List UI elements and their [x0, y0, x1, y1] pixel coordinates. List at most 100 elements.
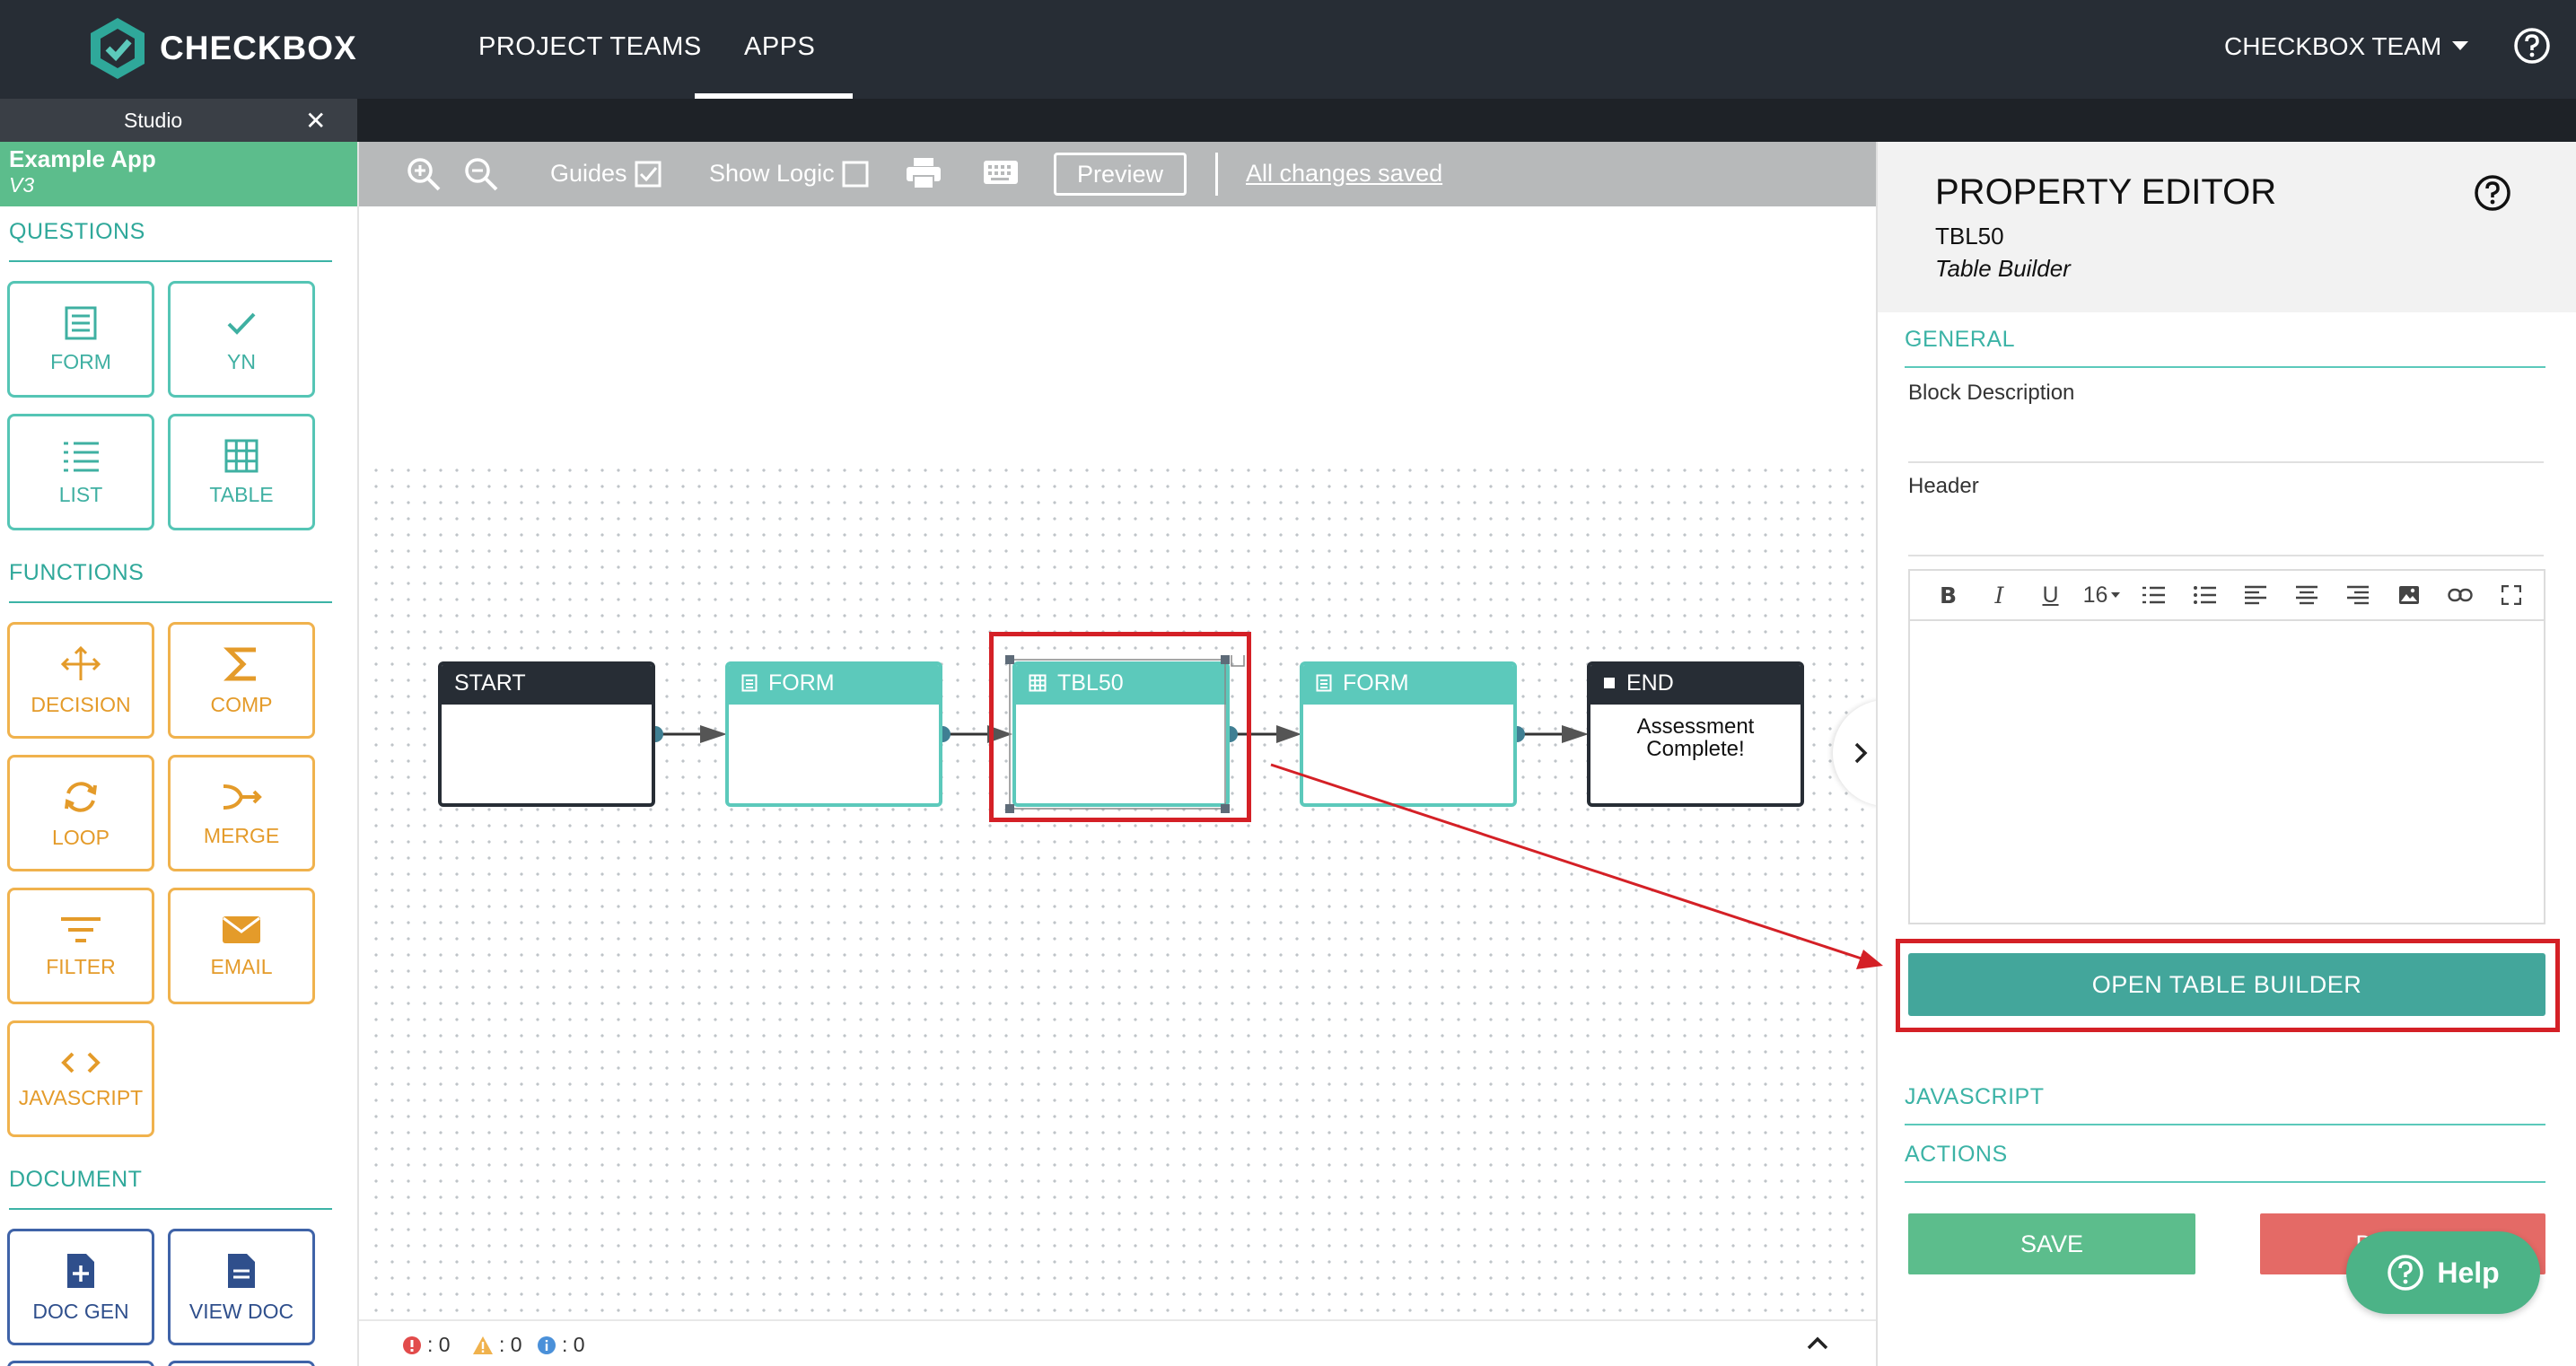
- align-center-button[interactable]: [2281, 570, 2332, 620]
- palette-more-2[interactable]: [168, 1361, 315, 1366]
- javascript-section-title[interactable]: JAVASCRIPT: [1905, 1084, 2045, 1109]
- keyboard-shortcuts-button[interactable]: [982, 158, 1020, 187]
- underline-button[interactable]: U: [2042, 582, 2059, 608]
- palette-view-doc[interactable]: VIEW DOC: [168, 1229, 315, 1345]
- save-status-link[interactable]: All changes saved: [1246, 160, 1443, 187]
- resize-handle[interactable]: [1005, 804, 1014, 813]
- brand-logo[interactable]: CHECKBOX: [88, 16, 357, 81]
- connector-start-form[interactable]: [655, 725, 727, 743]
- form-icon: [65, 306, 97, 339]
- copy-icon[interactable]: [1231, 655, 1245, 667]
- save-button[interactable]: SAVE: [1908, 1213, 2195, 1274]
- palette-form[interactable]: FORM: [7, 281, 154, 398]
- connector-tbl50-form[interactable]: [1230, 725, 1301, 743]
- bullet-list-icon: [2193, 586, 2216, 604]
- nav-apps[interactable]: APPS: [744, 32, 816, 61]
- palette-comp[interactable]: COMP: [168, 622, 315, 739]
- rich-text-editor[interactable]: B I U 16: [1908, 569, 2545, 924]
- resize-handle[interactable]: [1221, 655, 1230, 664]
- insert-link-button[interactable]: [2434, 570, 2485, 620]
- error-count[interactable]: : 0: [402, 1333, 451, 1357]
- guides-toggle[interactable]: Guides: [550, 160, 662, 188]
- fullscreen-button[interactable]: [2485, 570, 2537, 620]
- toolbar-divider: [1215, 153, 1218, 196]
- nav-project-teams[interactable]: PROJECT TEAMS: [478, 32, 702, 61]
- app-header: Example App V3: [0, 142, 357, 206]
- flow-node-start[interactable]: START: [438, 661, 655, 807]
- help-widget-label: Help: [2437, 1256, 2500, 1289]
- palette-email[interactable]: EMAIL: [168, 888, 315, 1004]
- close-icon[interactable]: ✕: [305, 107, 327, 135]
- general-section-title[interactable]: GENERAL: [1905, 327, 2015, 352]
- team-menu[interactable]: CHECKBOX TEAM: [2224, 32, 2469, 61]
- zoom-in-icon: [407, 158, 441, 191]
- palette-merge[interactable]: MERGE: [168, 755, 315, 871]
- resize-handle[interactable]: [1005, 655, 1014, 664]
- divider: [1905, 366, 2545, 368]
- connector-form-end[interactable]: [1517, 725, 1589, 743]
- active-nav-indicator: [695, 93, 853, 99]
- checkbox-unchecked-icon[interactable]: [842, 161, 869, 188]
- palette-yn[interactable]: YN: [168, 281, 315, 398]
- help-circle-icon[interactable]: [2474, 174, 2511, 212]
- info-count[interactable]: : 0: [537, 1333, 585, 1357]
- header-input[interactable]: [1908, 506, 2544, 555]
- list-icon: [64, 442, 99, 471]
- studio-tab-label: Studio: [124, 109, 183, 132]
- palette-javascript[interactable]: JAVASCRIPT: [7, 1020, 154, 1137]
- open-table-builder-button[interactable]: OPEN TABLE BUILDER: [1908, 953, 2545, 1016]
- flow-node-form[interactable]: FORM: [725, 661, 942, 807]
- node-body: [1303, 705, 1513, 726]
- preview-button[interactable]: Preview: [1054, 153, 1187, 196]
- palette-list[interactable]: LIST: [7, 414, 154, 530]
- palette-filter[interactable]: FILTER: [7, 888, 154, 1004]
- checkbox-checked-icon[interactable]: [635, 161, 662, 188]
- studio-tab[interactable]: Studio ✕: [0, 99, 357, 142]
- merge-icon: [223, 784, 262, 810]
- flow-canvas[interactable]: START FORM TBL50 FORM E: [359, 206, 1876, 1319]
- connector-form-tbl50[interactable]: [942, 725, 1012, 743]
- palette-yn-label: YN: [227, 349, 256, 373]
- flow-node-end[interactable]: END Assessment Complete!: [1587, 661, 1804, 807]
- font-size-value: 16: [2082, 582, 2108, 608]
- filter-icon: [61, 916, 101, 942]
- zoom-in-button[interactable]: [406, 156, 442, 192]
- chevron-up-icon[interactable]: [1804, 1330, 1831, 1357]
- help-circle-icon[interactable]: [2513, 27, 2551, 65]
- align-left-icon: [2244, 585, 2266, 605]
- top-navigation: CHECKBOX PROJECT TEAMS APPS CHECKBOX TEA…: [0, 0, 2576, 99]
- show-logic-toggle[interactable]: Show Logic: [709, 160, 869, 188]
- insert-image-button[interactable]: [2383, 570, 2434, 620]
- flow-node-form[interactable]: FORM: [1300, 661, 1517, 807]
- highlight-box: [989, 632, 1251, 822]
- resize-handle[interactable]: [1221, 804, 1230, 813]
- bullet-list-button[interactable]: [2178, 570, 2230, 620]
- palette-loop[interactable]: LOOP: [7, 755, 154, 871]
- document-add-icon: [67, 1253, 94, 1288]
- ordered-list-button[interactable]: [2127, 570, 2178, 620]
- check-icon: [227, 312, 256, 335]
- palette-more-1[interactable]: [7, 1361, 154, 1366]
- align-left-button[interactable]: [2230, 570, 2281, 620]
- error-icon: [403, 1335, 421, 1354]
- table-icon: [1029, 674, 1047, 692]
- palette-table[interactable]: TABLE: [168, 414, 315, 530]
- bold-button[interactable]: B: [1939, 582, 1958, 609]
- help-widget-button[interactable]: Help: [2346, 1231, 2540, 1314]
- block-description-input[interactable]: [1908, 413, 2544, 461]
- print-button[interactable]: [905, 156, 942, 190]
- actions-section-title[interactable]: ACTIONS: [1905, 1142, 2008, 1167]
- app-version: V3: [9, 173, 35, 197]
- show-logic-label: Show Logic: [709, 160, 835, 187]
- keyboard-icon: [984, 161, 1018, 184]
- palette-doc-gen[interactable]: DOC GEN: [7, 1229, 154, 1345]
- flow-node-tbl50[interactable]: TBL50: [1012, 661, 1230, 807]
- palette-decision[interactable]: DECISION: [7, 622, 154, 739]
- font-size-select[interactable]: 16: [2076, 570, 2127, 620]
- align-right-button[interactable]: [2332, 570, 2383, 620]
- italic-button[interactable]: I: [1994, 582, 2004, 609]
- warning-count[interactable]: : 0: [472, 1333, 522, 1357]
- zoom-out-button[interactable]: [463, 156, 499, 192]
- rich-text-content[interactable]: [1910, 623, 2544, 923]
- form-icon: [1316, 674, 1332, 692]
